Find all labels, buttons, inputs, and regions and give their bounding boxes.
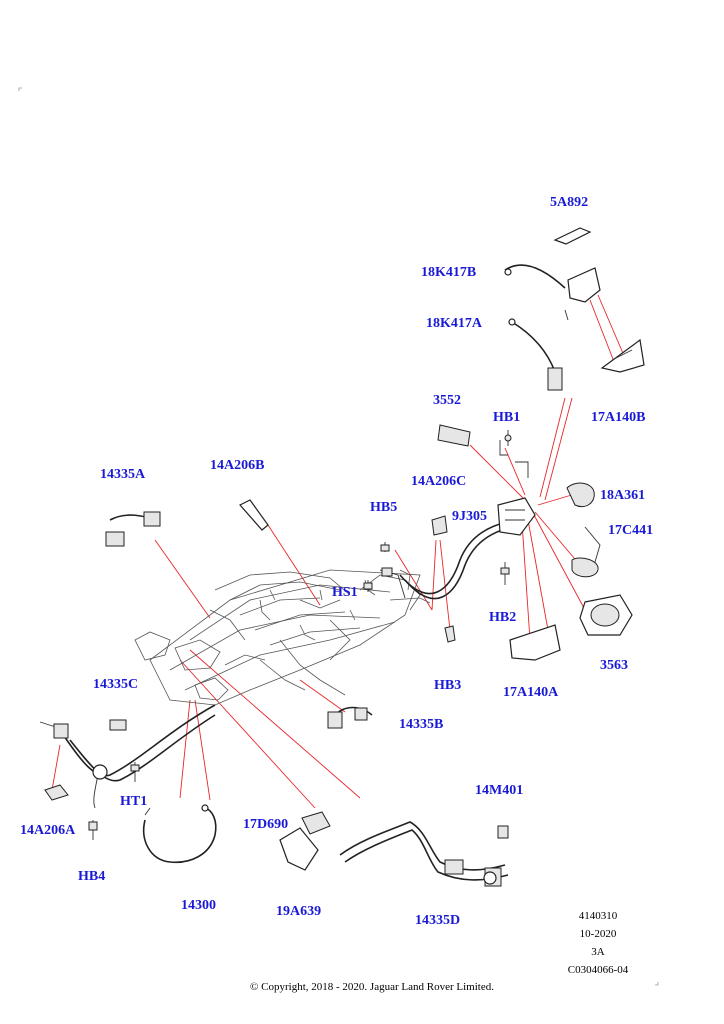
copyright-notice: © Copyright, 2018 - 2020. Jaguar Land Ro… [250,981,494,993]
revision-code: 3A [591,946,605,958]
label-14a206a: 14A206A [20,823,76,838]
label-17a140b: 17A140B [591,410,645,425]
parts-17d690-19a639 [279,811,331,871]
harness-14335c [39,704,216,809]
corner-mark-bottom-right [655,982,659,986]
bracket-17a140b [600,338,645,373]
wire-14300 [143,804,217,864]
cable-18k417b [504,264,601,303]
date-code: 10-2020 [579,928,617,940]
label-18k417b: 18K417B [421,265,476,280]
label-hb4: HB4 [78,869,105,884]
illustration-number: 4140310 [578,910,618,922]
label-14335b: 14335B [399,717,443,732]
label-14335a: 14335A [100,467,146,482]
part-18a361 [566,482,595,508]
label-14a206b: 14A206B [210,458,264,473]
label-18k417a: 18K417A [426,316,483,331]
label-3563: 3563 [600,658,628,673]
label-hb1: HB1 [493,410,520,425]
label-hs1: HS1 [332,585,358,600]
harness-9j305 [379,519,521,600]
part-14m401 [497,825,509,839]
bracket-14a206c [431,515,448,536]
label-14a206c: 14A206C [411,474,466,489]
part-labels: 5A892 18K417B 18K417A 17A140B 3552 HB1 1… [20,195,653,928]
bracket-14a206a [44,784,98,840]
label-9j305: 9J305 [452,509,487,524]
label-18a361: 18A361 [600,488,645,503]
label-14335d: 14335D [415,913,460,928]
cable-18k417a [508,309,569,391]
label-hb2: HB2 [489,610,516,625]
bracket-17a140a [509,624,561,661]
label-14335c: 14335C [93,677,138,692]
label-5a892: 5A892 [550,195,588,210]
label-hb3: HB3 [434,678,461,693]
label-17d690: 17D690 [243,817,288,832]
sensor-17c441 [571,526,601,578]
label-14m401: 14M401 [475,783,523,798]
part-5a892 [553,227,592,245]
label-3552: 3552 [433,393,461,408]
fastener-ht1 [130,762,140,782]
harness-14335d [339,821,509,887]
main-assembly [134,569,431,706]
corner-mark-top-left [18,87,22,91]
label-hb5: HB5 [370,500,397,515]
label-19a639: 19A639 [276,904,321,919]
cover-3563 [579,594,633,636]
label-17a140a: 17A140A [503,685,559,700]
leader-lines [51,294,629,809]
catalog-code: C0304066-04 [567,964,629,976]
harness-14335a [105,511,161,547]
label-14300: 14300 [181,898,216,913]
label-ht1: HT1 [120,794,147,809]
harness-14335b [327,706,373,729]
bracket-14a206b [239,499,269,531]
bolt-hb1 [499,430,529,478]
junction-block [497,497,536,536]
label-17c441: 17C441 [608,523,653,538]
fasteners [363,542,510,643]
module-3552 [437,424,471,447]
